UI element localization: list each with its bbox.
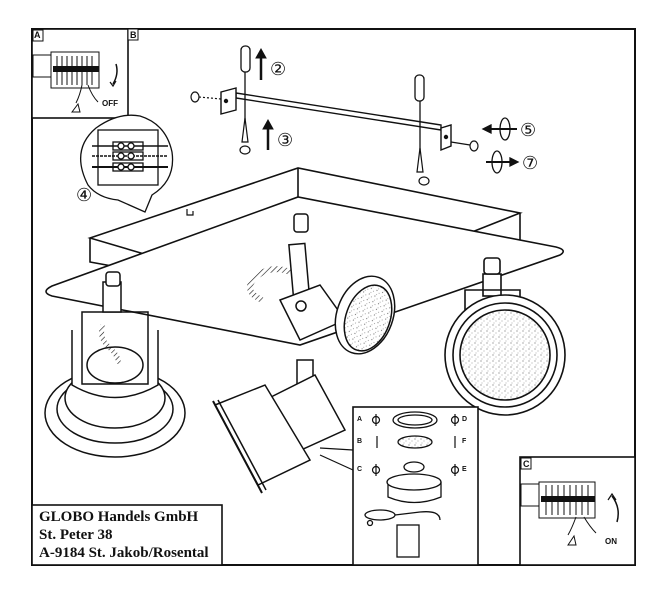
side-screw-left xyxy=(190,91,222,103)
wall-plug-right xyxy=(414,74,425,150)
inset-b-tab xyxy=(127,28,139,41)
outer-frame xyxy=(31,28,636,566)
arrow-up-step3 xyxy=(262,118,274,150)
inset-a-caption: OFF xyxy=(102,99,118,108)
inset-a-terminal-off xyxy=(31,28,129,119)
inset-c-label: C xyxy=(523,459,530,469)
part-label-f: F xyxy=(462,438,467,445)
part-label-c: C xyxy=(357,466,363,473)
spotlight-left xyxy=(44,271,186,458)
wall-plug-left xyxy=(240,45,251,120)
part-label-d: D xyxy=(462,416,468,423)
part-label-a: A xyxy=(357,416,363,423)
side-screw-right xyxy=(450,140,479,152)
mounting-bracket xyxy=(220,87,452,152)
manufacturer-name: GLOBO Handels GmbH xyxy=(39,509,199,525)
terminal-block-magnifier xyxy=(80,114,174,213)
step-5-label: ⑤ xyxy=(520,120,536,141)
rotate-arrow-step5 xyxy=(481,117,517,141)
inset-c-terminal-on xyxy=(519,456,636,566)
rotate-arrow-step7 xyxy=(486,150,520,174)
inset-a-label: A xyxy=(34,30,41,40)
spotlight-center-back xyxy=(247,213,396,355)
inset-b-label: B xyxy=(130,30,137,40)
inset-c-caption: ON xyxy=(605,537,617,546)
arrow-up-step2 xyxy=(255,47,267,80)
parts-detail-box xyxy=(319,406,479,566)
screw-left xyxy=(239,117,251,155)
step-3-label: ③ xyxy=(277,130,293,151)
step-2-label: ② xyxy=(270,59,286,80)
part-label-e: E xyxy=(462,466,467,473)
part-label-b: B xyxy=(357,438,363,445)
step-7-label: ⑦ xyxy=(522,153,538,174)
spotlight-center-front xyxy=(212,359,347,494)
manufacturer-street: St. Peter 38 xyxy=(39,527,113,543)
screw-right xyxy=(416,147,430,186)
manufacturer-address: GLOBO Handels GmbH St. Peter 38 A-9184 S… xyxy=(33,506,221,564)
step-4-label: ④ xyxy=(76,185,92,206)
spotlight-right xyxy=(444,257,566,416)
manufacturer-city: A-9184 St. Jakob/Rosental xyxy=(39,545,209,561)
